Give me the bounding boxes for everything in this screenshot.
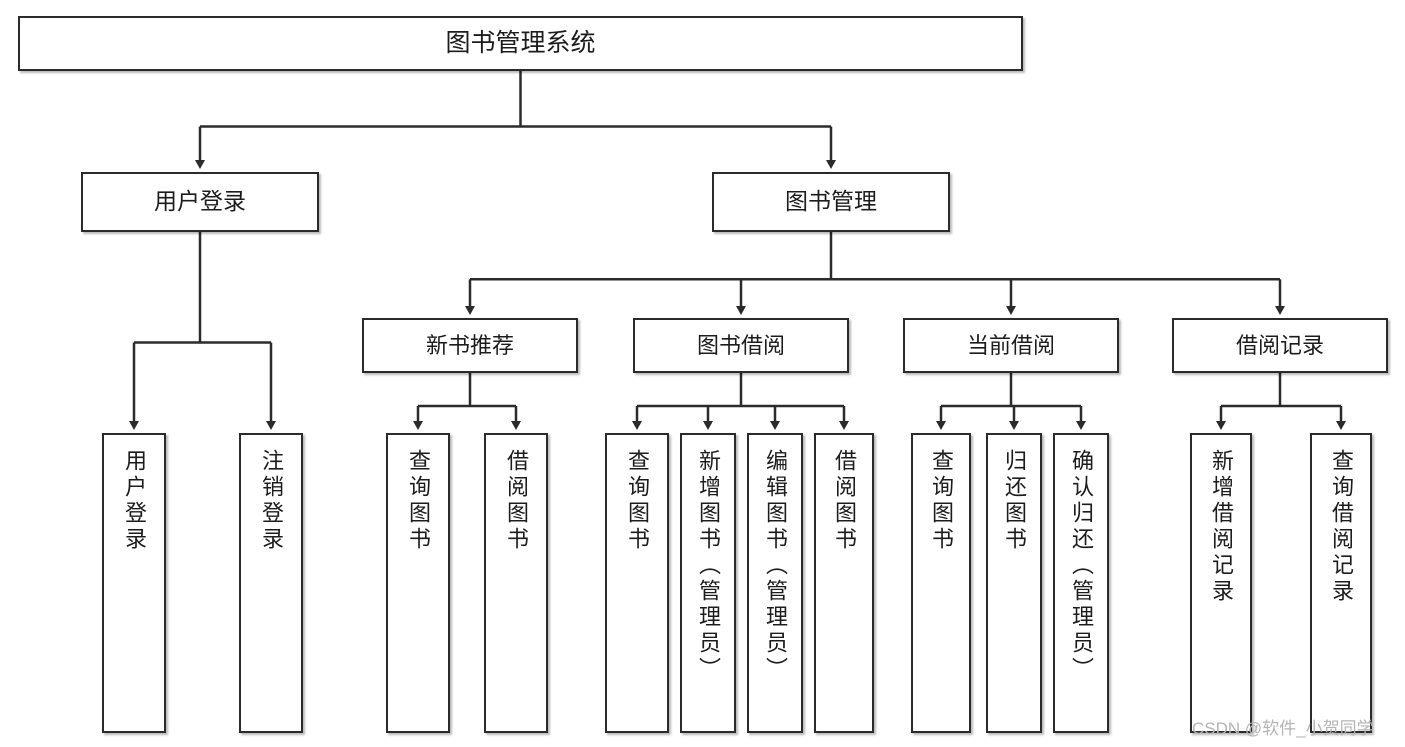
node-label: 图书管理 (785, 188, 877, 215)
node-current-borrow[interactable]: 当前借阅 (903, 318, 1119, 373)
node-leaf-user-login[interactable]: 用户登录 (102, 433, 166, 733)
node-label: 查询借阅记录 (1329, 449, 1354, 605)
node-label: 借阅记录 (1235, 332, 1324, 358)
node-leaf-borrow-book-2[interactable]: 借阅图书 (814, 433, 874, 733)
node-label: 新书推荐 (425, 332, 514, 358)
node-label: 查询图书 (929, 449, 954, 553)
node-leaf-add-book[interactable]: 新增图书（管理员） (680, 433, 736, 733)
node-label: 确认归还（管理员） (1069, 449, 1094, 683)
node-leaf-borrow-book-1[interactable]: 借阅图书 (484, 433, 548, 733)
node-label: 编辑图书（管理员） (763, 449, 788, 683)
node-leaf-query-record[interactable]: 查询借阅记录 (1310, 433, 1372, 733)
node-label: 图书借阅 (696, 332, 785, 358)
node-leaf-return-book[interactable]: 归还图书 (986, 433, 1042, 733)
node-leaf-edit-book[interactable]: 编辑图书（管理员） (747, 433, 803, 733)
node-user-login[interactable]: 用户登录 (81, 172, 319, 232)
node-label: 新增图书（管理员） (696, 449, 721, 683)
node-label: 查询图书 (625, 449, 650, 553)
node-new-book-recommend[interactable]: 新书推荐 (362, 318, 578, 373)
node-leaf-logout[interactable]: 注销登录 (239, 433, 303, 733)
csdn-watermark: CSDN @软件_小贺同学 (1192, 719, 1374, 738)
node-label: 用户登录 (154, 188, 246, 215)
node-root[interactable]: 图书管理系统 (18, 16, 1023, 71)
node-leaf-confirm-return[interactable]: 确认归还（管理员） (1053, 433, 1109, 733)
node-leaf-query-book-1[interactable]: 查询图书 (386, 433, 450, 733)
node-leaf-query-book-2[interactable]: 查询图书 (605, 433, 669, 733)
node-label: 用户登录 (122, 449, 147, 553)
node-label: 借阅图书 (504, 449, 529, 553)
node-label: 注销登录 (259, 449, 284, 553)
node-label: 新增借阅记录 (1209, 449, 1234, 605)
node-book-borrow[interactable]: 图书借阅 (633, 318, 849, 373)
node-leaf-query-book-3[interactable]: 查询图书 (911, 433, 971, 733)
node-label: 查询图书 (406, 449, 431, 553)
node-label: 借阅图书 (832, 449, 857, 553)
node-book-manage[interactable]: 图书管理 (712, 172, 950, 232)
node-label: 归还图书 (1002, 449, 1027, 553)
node-label: 当前借阅 (966, 332, 1055, 358)
node-borrow-record[interactable]: 借阅记录 (1172, 318, 1388, 373)
node-label: 图书管理系统 (445, 28, 596, 57)
node-leaf-add-record[interactable]: 新增借阅记录 (1190, 433, 1252, 733)
